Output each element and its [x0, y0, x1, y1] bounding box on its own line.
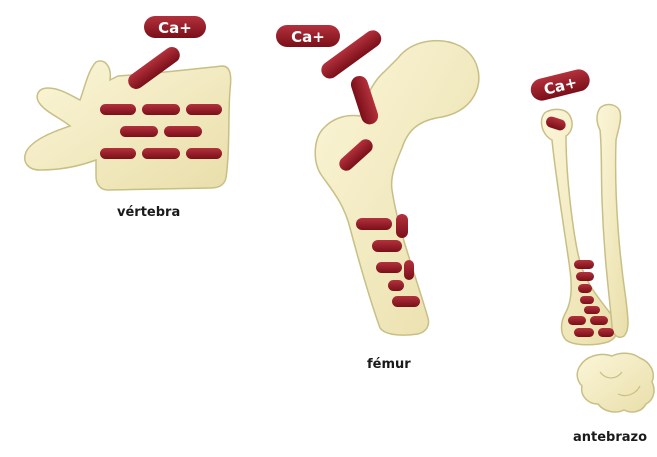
- calcium-block: [376, 262, 402, 273]
- calcium-block: [142, 104, 180, 115]
- ca-badge-text: Ca+: [158, 19, 192, 37]
- calcium-block: [164, 126, 202, 137]
- calcium-block: [404, 260, 414, 280]
- calcium-block: [568, 316, 586, 325]
- calcium-block: [574, 328, 594, 337]
- vertebra-bone: [25, 61, 231, 190]
- calcium-block: [100, 104, 136, 115]
- calcium-block: [590, 316, 608, 325]
- calcium-block: [576, 272, 594, 281]
- label-femur: fémur: [367, 357, 411, 372]
- calcium-block: [100, 148, 136, 159]
- ca-badge-femur: Ca+: [276, 25, 340, 47]
- antebrazo-group: Ca+: [528, 67, 654, 412]
- ca-badge-text: Ca+: [291, 28, 325, 46]
- calcium-block: [396, 214, 408, 238]
- calcium-block: [598, 328, 614, 337]
- label-antebrazo: antebrazo: [573, 430, 647, 445]
- vertebra-group: Ca+: [25, 16, 231, 190]
- wrist-bones: [577, 353, 654, 412]
- calcium-block: [372, 240, 402, 252]
- calcium-block: [186, 148, 222, 159]
- femur-group: Ca+: [276, 25, 479, 335]
- calcium-block: [120, 126, 158, 137]
- calcium-block: [356, 218, 392, 230]
- calcium-block: [574, 260, 594, 269]
- calcium-block: [580, 296, 594, 304]
- calcium-block: [142, 148, 180, 159]
- calcium-block: [186, 104, 222, 115]
- calcium-block: [578, 284, 592, 293]
- calcium-block: [392, 296, 420, 307]
- label-vertebra: vértebra: [117, 205, 180, 220]
- ca-badge-vertebra: Ca+: [144, 16, 206, 38]
- calcium-block: [584, 306, 600, 314]
- calcium-block: [388, 280, 404, 291]
- ca-badge-antebrazo: Ca+: [528, 67, 592, 103]
